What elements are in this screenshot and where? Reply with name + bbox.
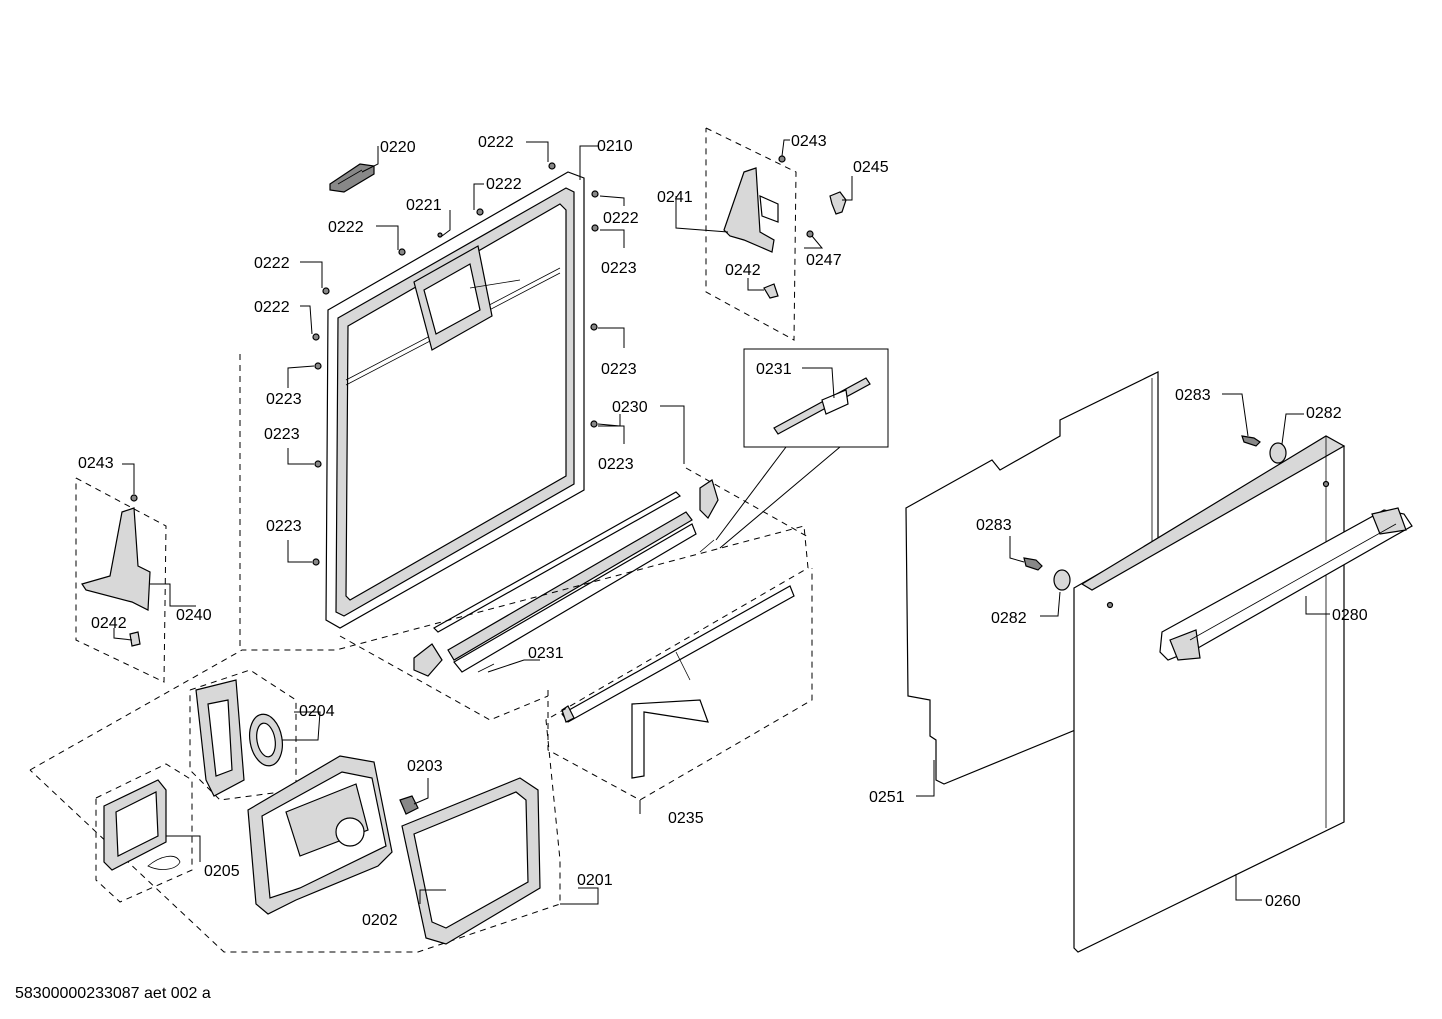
hinge-bracket-0220 <box>329 163 375 193</box>
callout-0243: 0243 <box>791 133 827 150</box>
callout-0210: 0210 <box>597 138 633 155</box>
callout-0251: 0251 <box>869 789 905 806</box>
callout-0223: 0223 <box>601 361 637 378</box>
callout-0230: 0230 <box>612 399 648 416</box>
right-hinge-group <box>705 127 847 341</box>
left-hinge-group <box>75 477 167 683</box>
callout-labels: 0220 0222 0210 0222 0221 0222 0222 0222 … <box>78 133 1368 929</box>
handle-0280 <box>1159 507 1413 661</box>
callout-0222: 0222 <box>486 176 522 193</box>
callout-0283: 0283 <box>976 517 1012 534</box>
callout-0241: 0241 <box>657 189 693 206</box>
callout-0222: 0222 <box>254 299 290 316</box>
callout-0283: 0283 <box>1175 387 1211 404</box>
callout-0280: 0280 <box>1332 607 1368 624</box>
control-module-group <box>29 354 813 953</box>
screw-washer-set <box>1023 435 1287 591</box>
callout-0231: 0231 <box>528 645 564 662</box>
callout-0242: 0242 <box>725 262 761 279</box>
detail-box-0231 <box>715 348 889 549</box>
callout-0222: 0222 <box>603 210 639 227</box>
bottom-rail <box>561 585 795 779</box>
callout-0231: 0231 <box>756 361 792 378</box>
callout-0223: 0223 <box>266 518 302 535</box>
callout-0282: 0282 <box>1306 405 1342 422</box>
callout-0222: 0222 <box>478 134 514 151</box>
callout-0235: 0235 <box>668 810 704 827</box>
callout-0201: 0201 <box>577 872 613 889</box>
leader-lines <box>113 139 1330 905</box>
callout-0282: 0282 <box>991 610 1027 627</box>
callout-0247: 0247 <box>806 252 842 269</box>
callout-0221: 0221 <box>406 197 442 214</box>
callout-0222: 0222 <box>254 255 290 272</box>
callout-0260: 0260 <box>1265 893 1301 910</box>
callout-0223: 0223 <box>601 260 637 277</box>
callout-0223: 0223 <box>598 456 634 473</box>
callout-0242: 0242 <box>91 615 127 632</box>
callout-0243: 0243 <box>78 455 114 472</box>
drawing-id: 58300000233087 aet 002 a <box>15 985 211 1002</box>
callout-0240: 0240 <box>176 607 212 624</box>
callout-0203: 0203 <box>407 758 443 775</box>
door-seal-rails <box>413 479 719 677</box>
callout-0202: 0202 <box>362 912 398 929</box>
callout-0204: 0204 <box>299 703 335 720</box>
callout-0220: 0220 <box>380 139 416 156</box>
inner-door-frame <box>325 171 585 629</box>
callout-0245: 0245 <box>853 159 889 176</box>
callout-0223: 0223 <box>264 426 300 443</box>
screws <box>312 162 599 566</box>
callout-0222: 0222 <box>328 219 364 236</box>
callout-0223: 0223 <box>266 391 302 408</box>
callout-0205: 0205 <box>204 863 240 880</box>
